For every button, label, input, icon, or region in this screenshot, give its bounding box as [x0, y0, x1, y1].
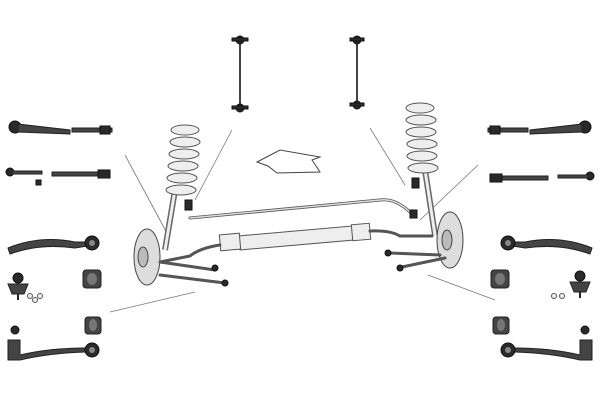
control-arm-upper-right — [500, 235, 593, 255]
tie-rod-right — [489, 171, 595, 183]
direction-arrow-icon — [255, 149, 322, 174]
bolts-left — [27, 293, 43, 303]
ball-joint-right — [569, 270, 591, 298]
control-arm-upper-left — [7, 235, 100, 255]
coil-spring-right — [405, 102, 439, 236]
coil-spring-left — [162, 124, 201, 251]
tie-rod-end-left — [8, 120, 113, 135]
tie-rod-left — [5, 167, 111, 186]
bushing-right-2 — [492, 316, 510, 335]
brake-disc-left — [133, 228, 229, 287]
tie-rod-end-right — [487, 120, 592, 135]
bolts-right — [551, 293, 565, 299]
bushing-left-2 — [84, 316, 102, 335]
steering-rack — [158, 222, 434, 264]
bushing-right-1 — [490, 269, 510, 289]
stabilizer-link-right — [349, 35, 365, 110]
stabilizer-bar — [184, 177, 420, 220]
bushing-left-1 — [82, 269, 102, 289]
brake-disc-right — [384, 211, 464, 272]
stabilizer-link-left — [231, 35, 249, 113]
leader-lines — [109, 127, 496, 313]
control-arm-lower-left — [7, 325, 100, 361]
ball-joint-left — [7, 272, 29, 300]
control-arm-lower-right — [500, 325, 593, 361]
